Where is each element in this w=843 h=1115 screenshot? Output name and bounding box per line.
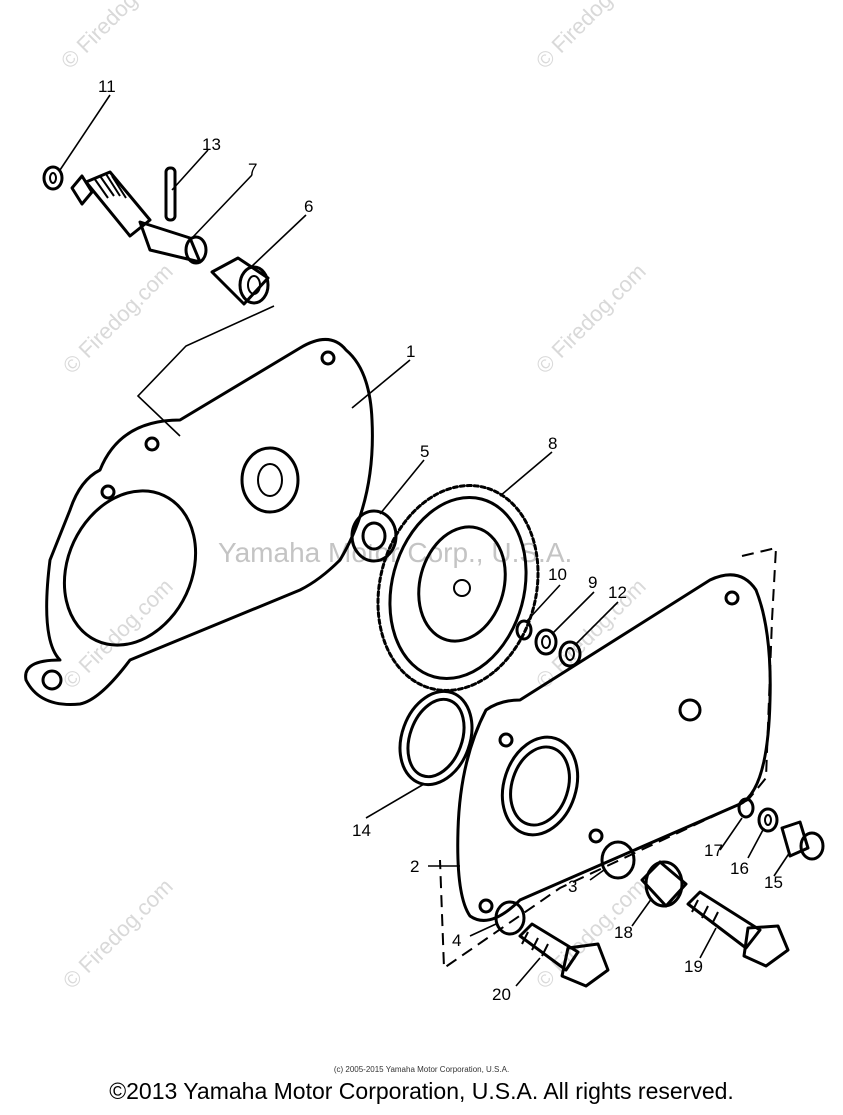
- watermark-layer: © Firedog.com © Firedog.com © Firedog.co…: [56, 0, 651, 994]
- copyright-notice: ©2013 Yamaha Motor Corporation, U.S.A. A…: [109, 1078, 734, 1104]
- watermark-top-right: © Firedog.com: [531, 0, 651, 74]
- part-20-bolt: [518, 922, 610, 988]
- callout-4: 4: [452, 931, 461, 950]
- callout-9: 9: [588, 573, 597, 592]
- watermark-top-left: © Firedog.com: [56, 0, 176, 74]
- part-6-collar: [210, 256, 270, 306]
- leader-lines: [59, 94, 791, 987]
- part-11-circlip: [42, 165, 64, 191]
- callout-16: 16: [730, 859, 749, 878]
- part-8-gear: [376, 484, 540, 692]
- callout-18: 18: [614, 923, 633, 942]
- callout-19: 19: [684, 957, 703, 976]
- small-copyright-notice: (c) 2005-2015 Yamaha Motor Corporation, …: [333, 1065, 510, 1074]
- part-13-pin: [164, 166, 177, 222]
- part-17-washer: [737, 797, 755, 819]
- watermark-right: © Firedog.com: [531, 259, 651, 379]
- watermark-bottom-left: © Firedog.com: [58, 874, 178, 994]
- assembly-boundary: [439, 546, 778, 970]
- part-4-dowel: [494, 900, 526, 936]
- part-18-collar: [640, 860, 688, 908]
- callout-labels: 11 13 7 6 1 5 8 10 9 12 14 2 3 4 18 17 1…: [98, 77, 783, 1004]
- callout-11: 11: [98, 77, 116, 96]
- callout-5: 5: [420, 442, 429, 461]
- callout-14: 14: [352, 821, 371, 840]
- part-12-washer: [558, 640, 582, 668]
- part-19-bolt: [686, 890, 790, 968]
- part-7-shaft: [70, 170, 208, 265]
- callout-10: 10: [548, 565, 567, 584]
- callout-20: 20: [492, 985, 511, 1004]
- part-14-o-ring: [398, 689, 474, 787]
- callout-13: 13: [202, 135, 221, 154]
- callout-7: 7: [248, 160, 257, 179]
- callout-3: 3: [568, 877, 577, 896]
- part-2-cover: [456, 573, 772, 922]
- callout-1: 1: [406, 342, 415, 361]
- part-1-cover: [24, 338, 374, 706]
- callout-6: 6: [304, 197, 313, 216]
- part-15-bolt: [780, 820, 825, 861]
- watermark-left: © Firedog.com: [58, 259, 178, 379]
- callout-12: 12: [608, 583, 627, 602]
- callout-15: 15: [764, 873, 783, 892]
- part-9-washer: [534, 628, 558, 656]
- callout-2: 2: [410, 857, 419, 876]
- part-10-washer: [515, 619, 533, 641]
- callout-17: 17: [704, 841, 723, 860]
- part-16-washer: [757, 807, 779, 833]
- part-3-dowel: [600, 840, 636, 880]
- callout-8: 8: [548, 434, 557, 453]
